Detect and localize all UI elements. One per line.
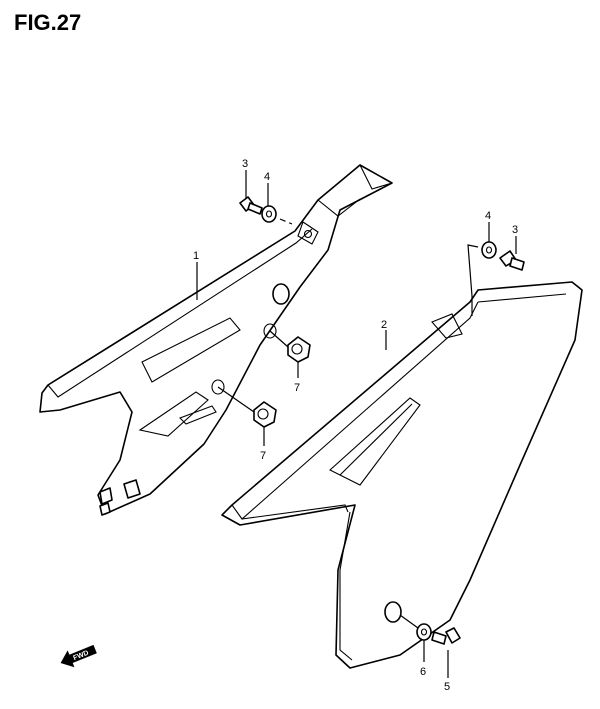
fwd-label: FWD <box>72 650 89 662</box>
callout-2: 2 <box>381 319 387 331</box>
callout-5: 5 <box>444 681 450 693</box>
washer-4-right <box>481 241 497 259</box>
cushion-7-lower <box>253 401 277 428</box>
callout-4-left: 4 <box>264 171 270 183</box>
bolt-5 <box>431 627 461 645</box>
figure-title: FIG.27 <box>14 10 82 35</box>
callout-7-upper: 7 <box>294 382 300 394</box>
callout-3-left: 3 <box>242 158 248 170</box>
right-side-cover <box>221 281 583 669</box>
callout-1: 1 <box>193 250 199 262</box>
callout-6: 6 <box>420 666 426 678</box>
callout-7-lower: 7 <box>260 450 266 462</box>
callout-3-right: 3 <box>512 224 518 236</box>
bolt-3-left <box>239 196 263 215</box>
callout-4-right: 4 <box>485 210 491 222</box>
bolt-3-right <box>499 250 525 271</box>
washer-6 <box>416 623 432 641</box>
fwd-arrow-icon: FWD <box>60 644 97 668</box>
left-side-cover <box>39 164 393 516</box>
cushion-7-upper <box>287 336 311 363</box>
washer-4-left <box>261 205 277 223</box>
